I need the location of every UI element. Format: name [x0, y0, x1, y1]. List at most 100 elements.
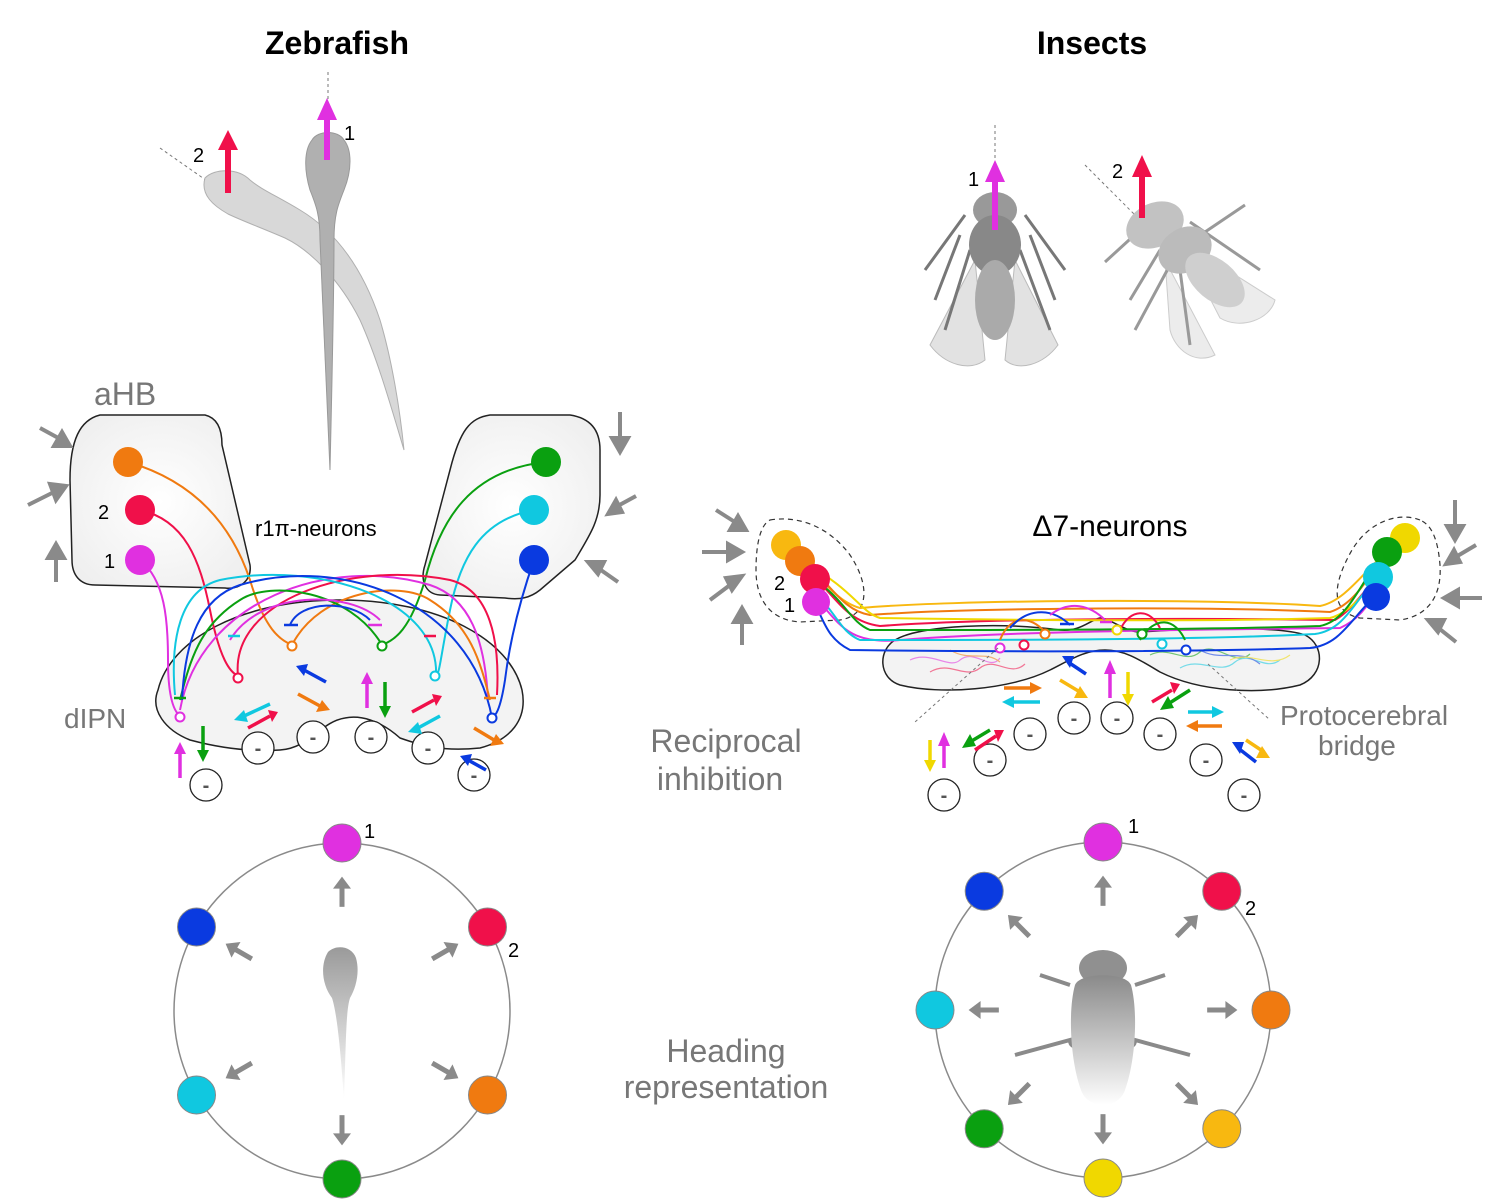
- ahb-neuron-blue: [519, 545, 549, 575]
- fish-heading-1-number: 1: [344, 123, 355, 145]
- pb-right-cluster-outline: [1336, 516, 1441, 621]
- heading-arrow-head: [225, 942, 241, 958]
- fly-illustrations: 1 2: [923, 125, 1276, 367]
- minus-sign: -: [1114, 708, 1121, 730]
- d7-neuron-magenta: [802, 588, 830, 616]
- larval-zebrafish-icon: [323, 947, 358, 1100]
- heading-arrow-head: [333, 876, 351, 889]
- pb-left-cluster-outline: [755, 518, 865, 623]
- insect-circuit: 2 1 Δ7-neurons Protocerebral bridge: [702, 500, 1482, 812]
- minus-sign: -: [1241, 785, 1248, 807]
- heading-arrow-shaft: [1013, 920, 1032, 939]
- ahb-neuron-1-number: 1: [104, 551, 115, 573]
- zf-ring-1-number: 1: [364, 821, 375, 843]
- heading-arrow-head: [443, 942, 459, 958]
- fly-heading-2-number: 2: [1112, 161, 1123, 183]
- minus-sign: -: [425, 738, 432, 760]
- heading-arrow-shaft: [430, 946, 451, 962]
- reciprocal-label-line1: Reciprocal: [650, 723, 801, 759]
- heading-node-blue: [964, 871, 1004, 911]
- ins-ring-2-number: 2: [1245, 898, 1256, 920]
- heading-node-red: [467, 907, 507, 947]
- minus-sign: -: [987, 750, 994, 772]
- d7-neuron-blue: [1362, 583, 1390, 611]
- heading-arrow-head: [1225, 1001, 1238, 1019]
- d7-neuron-2-number: 2: [774, 573, 785, 595]
- minus-sign: -: [255, 738, 262, 760]
- minus-sign: -: [1203, 750, 1210, 772]
- heading-arrow-shaft: [1174, 920, 1193, 939]
- minus-sign: -: [1071, 708, 1078, 730]
- zebrafish-circuit: aHB dIPN r1π-neurons: [27, 376, 637, 802]
- heading-node-green: [964, 1109, 1004, 1149]
- minus-sign: -: [471, 765, 478, 787]
- heading-arrow-head: [1094, 875, 1112, 888]
- minus-sign: -: [1157, 724, 1164, 746]
- protocerebral-bridge-region: [882, 617, 1321, 692]
- heading-label-line2: representation: [624, 1069, 829, 1105]
- insect-heading-ring: [915, 822, 1291, 1198]
- heading-node-blue: [177, 907, 217, 947]
- heading-arrow-head: [1007, 1090, 1023, 1106]
- protocerebral-label-line2: bridge: [1318, 730, 1396, 761]
- ahb-neuron-red: [125, 495, 155, 525]
- ahb-neuron-cyan: [519, 495, 549, 525]
- reciprocal-label-line2: inhibition: [657, 761, 783, 797]
- minus-sign: -: [203, 775, 210, 797]
- heading-arrow-head: [333, 1133, 351, 1146]
- heading-node-magenta: [1083, 822, 1123, 862]
- heading-node-magenta: [322, 823, 362, 863]
- heading-node-orange: [1251, 990, 1291, 1030]
- heading-node-cyan: [177, 1075, 217, 1115]
- fish-heading-2-number: 2: [193, 145, 204, 167]
- heading-label-line1: Heading: [666, 1033, 785, 1069]
- ahb-right-region: [422, 414, 601, 600]
- heading-arrow-shaft: [1174, 1081, 1193, 1100]
- fly-icon: [1014, 950, 1191, 1105]
- heading-arrow-head: [968, 1001, 981, 1019]
- minus-sign: -: [310, 727, 317, 749]
- heading-node-cyan: [915, 990, 955, 1030]
- insects-title: Insects: [1037, 25, 1147, 61]
- heading-node-red: [1202, 871, 1242, 911]
- heading-arrow-head: [1094, 1132, 1112, 1145]
- heading-node-green: [322, 1159, 362, 1199]
- ins-ring-1-number: 1: [1128, 816, 1139, 838]
- heading-arrow-shaft: [430, 1060, 451, 1076]
- zebrafish-heading-ring: [173, 823, 511, 1199]
- minus-sign: -: [1027, 724, 1034, 746]
- ahb-label: aHB: [94, 376, 156, 412]
- heading-arrow-head: [225, 1064, 241, 1080]
- r1pi-neurons-label: r1π-neurons: [255, 516, 377, 541]
- ahb-neuron-orange: [113, 447, 143, 477]
- protocerebral-label-line1: Protocerebral: [1280, 700, 1448, 731]
- minus-sign: -: [941, 785, 948, 807]
- d7-neuron-1-number: 1: [784, 595, 795, 617]
- heading-arrow-shaft: [1013, 1081, 1032, 1100]
- heading-arrow-head: [1007, 914, 1023, 930]
- zebrafish-heading-nodes: [177, 823, 507, 1199]
- fly-1-icon: [923, 160, 1067, 367]
- insect-inhibition-nodes: - - - - - - - -: [924, 656, 1270, 812]
- heading-node-orange: [467, 1075, 507, 1115]
- ahb-neuron-2-number: 2: [98, 502, 109, 524]
- ahb-neuron-green: [531, 447, 561, 477]
- delta7-neurons-label: Δ7-neurons: [1032, 510, 1187, 543]
- heading-node-yellow: [1083, 1158, 1123, 1198]
- fly-heading-1-number: 1: [968, 169, 979, 191]
- heading-arrow-head: [443, 1064, 459, 1080]
- fly-2-icon: [1103, 155, 1276, 359]
- d7-neuron-red: [800, 564, 830, 594]
- d7-neuron-green: [1372, 537, 1402, 567]
- insect-heading-nodes: [915, 822, 1291, 1198]
- minus-sign: -: [368, 727, 375, 749]
- ahb-neuron-magenta: [125, 545, 155, 575]
- dipn-label: dIPN: [64, 703, 126, 734]
- heading-arrow-head: [1183, 914, 1199, 930]
- dipn-region: [155, 599, 524, 752]
- zebrafish-title: Zebrafish: [265, 25, 409, 61]
- zebrafish-larvae-illustration: 2 1: [159, 72, 405, 471]
- heading-node-amber: [1202, 1109, 1242, 1149]
- heading-arrow-shaft: [233, 1060, 254, 1076]
